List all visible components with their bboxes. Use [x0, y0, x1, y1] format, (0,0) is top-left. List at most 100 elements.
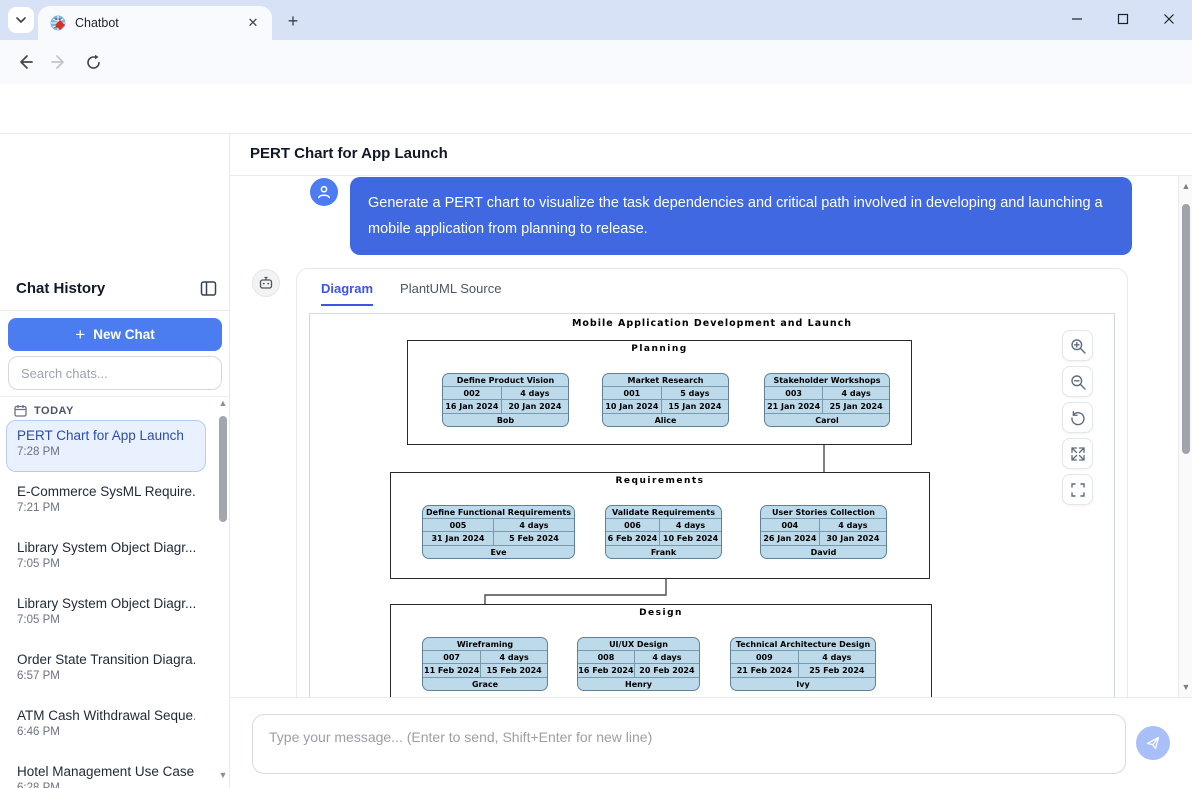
robot-icon	[259, 276, 273, 289]
task-name: Technical Architecture Design	[731, 638, 875, 651]
browser-toolbar: ai-toolbox.visual-paradigm.com/app/chatb…	[0, 40, 1192, 116]
browser-titlebar: Chatbot ✕ +	[0, 0, 1192, 40]
task-name: Market Research	[603, 374, 728, 387]
search-input[interactable]	[8, 356, 222, 390]
task-owner: Alice	[654, 416, 677, 425]
chat-list-item[interactable]: E-Commerce SysML Require...7:21 PM	[6, 476, 206, 528]
fullscreen-button[interactable]	[1062, 474, 1093, 505]
window-minimize-button[interactable]	[1054, 0, 1100, 38]
task-id: 006	[606, 519, 661, 532]
new-tab-button[interactable]: +	[287, 10, 299, 31]
main-scrollbar-thumb[interactable]	[1182, 204, 1190, 454]
chat-list-item[interactable]: Library System Object Diagr... 7:05 PM	[6, 588, 206, 640]
window-close-button[interactable]	[1146, 0, 1192, 38]
tab-search-button[interactable]	[8, 7, 34, 33]
reset-view-icon	[1070, 410, 1085, 425]
main-scrollbar[interactable]: ▲ ▼	[1178, 176, 1192, 697]
diagram-title: Mobile Application Development and Launc…	[571, 318, 853, 329]
chat-item-time: 7:21 PM	[17, 502, 60, 514]
new-chat-button[interactable]: +New Chat	[8, 318, 222, 351]
chat-item-time: 6:57 PM	[17, 670, 60, 682]
task-name: Define Functional Requirements	[423, 506, 574, 519]
fullscreen-icon	[1070, 482, 1085, 497]
reset-view-button[interactable]	[1062, 402, 1093, 433]
sidebar-scrollbar-thumb[interactable]	[219, 416, 227, 522]
today-section-header: TODAY	[14, 404, 74, 417]
tab-close-icon[interactable]: ✕	[247, 15, 259, 30]
app-header: Chatbot Powered by Visual Paradigm More …	[0, 84, 1192, 209]
chat-item-title: Hotel Management Use Case	[17, 764, 195, 779]
tab-diagram[interactable]: Diagram	[321, 281, 374, 306]
expand-button[interactable]	[1062, 438, 1093, 469]
sidebar-scroll-up-icon[interactable]: ▲	[218, 398, 228, 408]
expand-icon	[1070, 446, 1085, 461]
task-end: 25 Feb 2024	[798, 664, 875, 678]
task-start: 16 Jan 2024	[443, 400, 502, 414]
task-dur: 4 days	[501, 387, 568, 400]
task-start: 31 Jan 2024	[423, 532, 494, 546]
task-end: 15 Jan 2024	[661, 400, 728, 414]
chat-list-item[interactable]: Order State Transition Diagra... 6:57 PM	[6, 644, 206, 696]
chat-item-time: 7:28 PM	[17, 446, 60, 458]
reload-button[interactable]	[76, 45, 110, 79]
back-button[interactable]	[8, 45, 42, 79]
tab-title: Chatbot	[75, 16, 119, 30]
task-end: 20 Jan 2024	[501, 400, 568, 414]
zoom-in-icon	[1070, 338, 1086, 354]
chat-list-item[interactable]: Library System Object Diagr...7:05 PM	[6, 532, 206, 584]
forward-button[interactable]	[42, 45, 76, 79]
chat-list-item[interactable]: ATM Cash Withdrawal Seque...6:46 PM	[6, 700, 206, 752]
task-name: Stakeholder Workshops	[765, 374, 889, 387]
section-label: Requirements	[615, 476, 705, 486]
page-title-bar: PERT Chart for App Launch	[230, 134, 1192, 176]
task-dur: 4 days	[798, 651, 875, 664]
tab-plantuml-source[interactable]: PlantUML Source	[400, 281, 502, 296]
task-id: 007	[423, 651, 482, 664]
task-end: 15 Feb 2024	[481, 664, 547, 678]
task-dur: 5 days	[661, 387, 728, 400]
task-dur: 4 days	[823, 387, 889, 400]
browser-tab[interactable]: Chatbot ✕	[38, 6, 272, 40]
task-owner: Grace	[471, 680, 499, 689]
task-id: 008	[578, 651, 635, 664]
chat-item-title: Order State Transition Diagra...	[17, 652, 195, 667]
zoom-out-button[interactable]	[1062, 366, 1093, 397]
task-dur: 4 days	[493, 519, 574, 532]
pert-diagram-panel[interactable]: Mobile Application Development and Launc…	[309, 313, 1115, 697]
user-message-avatar	[310, 178, 338, 206]
chat-item-time: 7:05 PM	[17, 614, 60, 626]
task-id: 002	[443, 387, 502, 400]
task-end: 25 Jan 2024	[823, 400, 889, 414]
chat-item-title: Library System Object Diagr...	[17, 596, 195, 611]
collapse-sidebar-icon[interactable]	[200, 280, 217, 297]
page-title: PERT Chart for App Launch	[250, 145, 448, 162]
divider	[0, 310, 230, 311]
task-name: Wireframing	[423, 638, 547, 651]
window-maximize-button[interactable]	[1100, 0, 1146, 38]
send-button[interactable]	[1136, 726, 1170, 760]
task-dur: 4 days	[660, 519, 721, 532]
sidebar-scroll-down-icon[interactable]: ▼	[218, 770, 228, 780]
message-input-bar	[230, 697, 1192, 788]
diagram-tabs: Diagram PlantUML Source	[321, 281, 501, 306]
task-owner: Bob	[496, 416, 515, 425]
task-owner: Frank	[650, 548, 677, 557]
zoom-in-button[interactable]	[1062, 330, 1093, 361]
message-input[interactable]	[252, 714, 1126, 774]
scroll-down-icon[interactable]: ▼	[1181, 682, 1191, 692]
task-owner: Eve	[490, 548, 507, 557]
task-name: User Stories Collection	[761, 506, 886, 519]
task-owner: Henry	[625, 680, 652, 689]
main-area: PERT Chart for App Launch Generate a PER…	[230, 134, 1192, 788]
scroll-up-icon[interactable]: ▲	[1181, 181, 1191, 191]
